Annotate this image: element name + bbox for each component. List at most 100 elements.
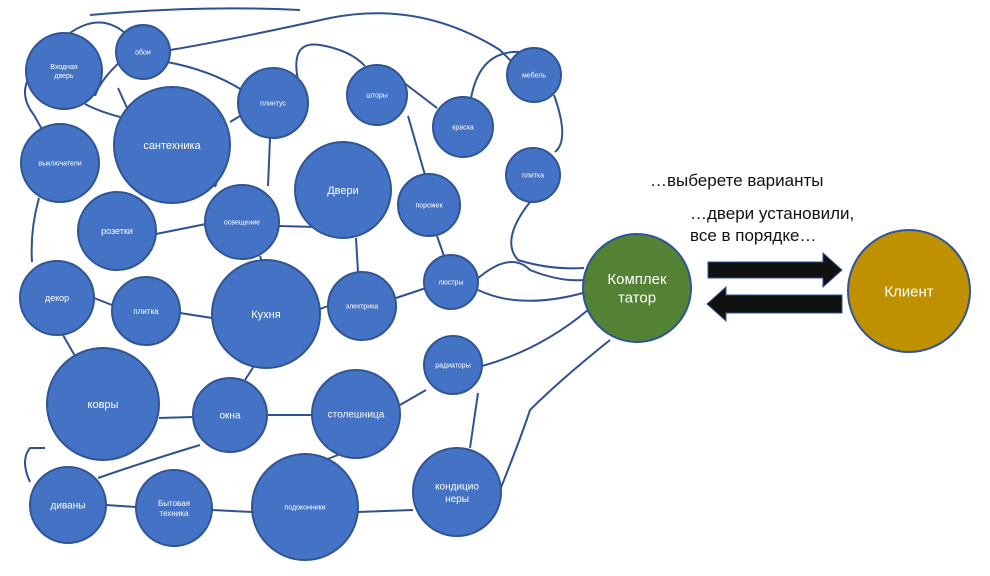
node-radiatory-label: радиаторы	[435, 362, 470, 369]
node-rozetki-label: розетки	[101, 226, 133, 236]
connection-line	[436, 235, 445, 257]
node-divany-label: диваны	[51, 501, 86, 512]
node-kovry-circle	[46, 347, 160, 461]
node-bytovaya-label: Бытовая	[158, 499, 190, 508]
connection-line	[97, 444, 201, 479]
node-shtory-label: шторы	[366, 92, 388, 99]
node-client-label: Клиент	[884, 283, 933, 300]
node-kuhnya-circle	[211, 259, 321, 369]
node-dekor-label: декор	[45, 293, 69, 303]
connection-line	[355, 237, 359, 273]
node-vykl-circle	[20, 123, 100, 203]
connection-line	[399, 389, 427, 406]
node-client: Клиент	[847, 229, 971, 353]
node-oboi: обои	[115, 24, 171, 80]
node-lyustry-label: люстры	[439, 279, 464, 286]
node-konditsionery-circle	[412, 447, 502, 537]
node-divany: диваны	[29, 466, 107, 544]
connection-line	[158, 416, 194, 419]
node-integrator-circle	[582, 233, 692, 343]
connection-line	[470, 50, 521, 99]
node-elektrika-circle	[327, 271, 397, 341]
node-plitka1-label: плитка	[522, 172, 544, 179]
connection-line	[229, 115, 241, 123]
arrow-to-integrator-icon	[706, 285, 843, 323]
node-vhodnaya-label: Входная	[50, 64, 78, 71]
node-podokonniki-label: подоконники	[284, 504, 325, 511]
topic-nodes: Входнаядверьобоисантехникаплинтусшторыме…	[19, 24, 971, 561]
node-osvesh: освещение	[204, 184, 280, 260]
node-vhodnaya-circle	[25, 32, 103, 110]
caption-doors-installed-line2: все в порядке…	[690, 226, 817, 245]
node-vykl-label: выключатели	[38, 160, 81, 167]
node-kraska: краска	[432, 96, 494, 158]
connection-lines	[24, 7, 611, 513]
connection-line	[62, 334, 76, 357]
connection-line	[395, 287, 427, 299]
node-porozhek: порожек	[397, 173, 461, 237]
exchange-arrows	[706, 251, 843, 323]
node-dveri-circle	[294, 141, 392, 239]
node-plitka1-circle	[505, 147, 561, 203]
node-rozetki: розетки	[77, 191, 157, 271]
node-porozhek-circle	[397, 173, 461, 237]
node-kovry: ковры	[46, 347, 160, 461]
node-santehnika: сантехника	[113, 86, 231, 204]
node-bytovaya-label: техника	[160, 509, 189, 518]
connection-line	[84, 103, 125, 119]
node-kraska-label: краска	[452, 124, 474, 131]
connection-line	[105, 504, 137, 508]
connection-line	[510, 201, 585, 270]
node-radiatory-circle	[423, 335, 483, 395]
connection-line	[481, 309, 589, 367]
connection-line	[69, 21, 126, 34]
node-kraska-circle	[432, 96, 494, 158]
node-shtory-circle	[346, 64, 408, 126]
node-rozetki-circle	[77, 191, 157, 271]
node-kuhnya-label: Кухня	[251, 309, 280, 321]
connection-line	[244, 365, 255, 381]
connection-line	[267, 137, 271, 187]
node-integrator-label: Комплек	[607, 271, 667, 288]
connection-line	[469, 392, 479, 449]
node-okna-label: окна	[219, 411, 240, 422]
node-konditsionery-label: неры	[445, 494, 469, 505]
caption-choose-options: …выберете варианты	[650, 171, 824, 190]
node-oboi-circle	[115, 24, 171, 80]
node-osvesh-label: освещение	[224, 219, 260, 226]
node-integrator-label: татор	[618, 290, 656, 307]
node-plintus-circle	[237, 67, 309, 139]
node-vhodnaya-label: дверь	[54, 73, 74, 80]
node-kovry-label: ковры	[88, 399, 119, 411]
node-dekor-circle	[19, 260, 95, 336]
node-plitka2-circle	[111, 276, 181, 346]
connection-line	[211, 509, 253, 513]
node-vykl: выключатели	[20, 123, 100, 203]
connection-line	[295, 43, 366, 81]
connection-line	[166, 61, 243, 91]
connection-line	[278, 225, 318, 228]
node-vhodnaya: Входная дверь	[25, 32, 103, 110]
node-elektrika-label: электрика	[346, 303, 379, 310]
node-plitka2-label: плитка	[133, 307, 159, 316]
node-dekor: декор	[19, 260, 95, 336]
node-mebel: мебель	[506, 47, 562, 103]
arrow-to-client-icon	[707, 251, 843, 289]
node-lyustry-circle	[423, 254, 479, 310]
connection-line	[179, 312, 213, 319]
connection-line	[475, 261, 585, 282]
node-podokonniki: подоконники	[251, 453, 359, 561]
node-kuhnya: Кухня	[211, 259, 321, 369]
node-osvesh-circle	[204, 184, 280, 260]
node-stoleshnica-circle	[311, 369, 401, 459]
connection-line	[93, 297, 113, 306]
node-stoleshnica: столешница	[311, 369, 401, 459]
node-radiatory: радиаторы	[423, 335, 483, 395]
node-elektrika: электрика	[327, 271, 397, 341]
node-stoleshnica-label: столешница	[328, 410, 385, 421]
node-podokonniki-circle	[251, 453, 359, 561]
connection-line	[357, 509, 414, 513]
